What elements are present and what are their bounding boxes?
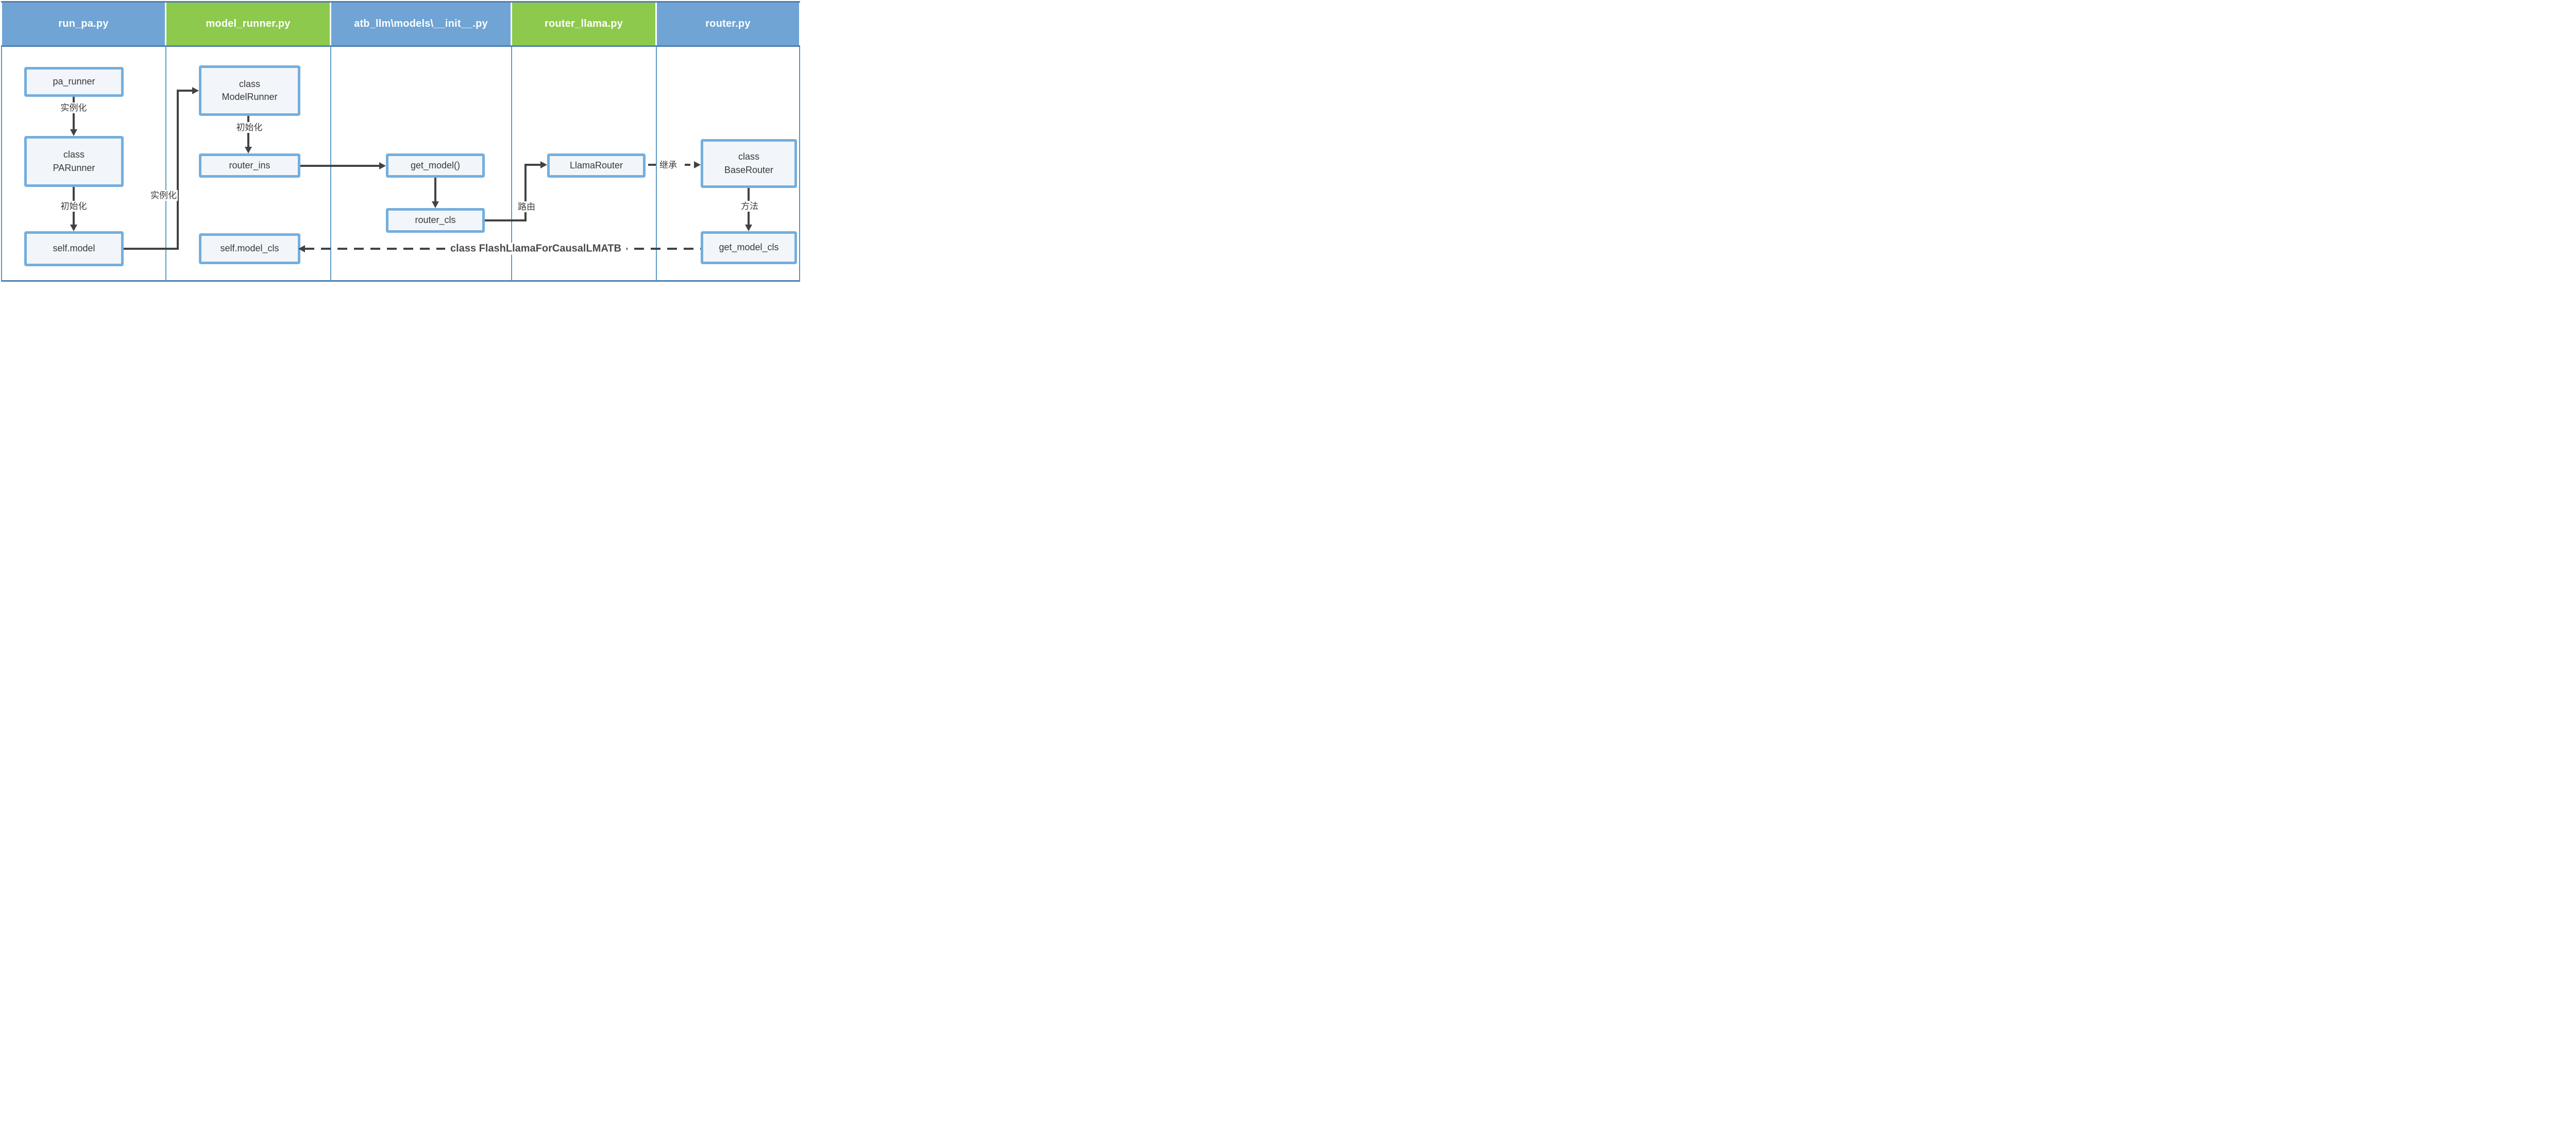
- header-bottom-bar: [1, 45, 800, 47]
- header-cell-models-init-py: atb_llm\models\__init__.py: [331, 3, 511, 45]
- frame-top-bar: [1, 1, 800, 3]
- connector-pa-runner-to-parunner: [73, 97, 75, 130]
- node-label-line2: ModelRunner: [222, 92, 278, 102]
- header-label: model_runner.py: [206, 18, 291, 29]
- node-label: pa_runner: [53, 76, 95, 87]
- edge-label-initialize-pa: 初始化: [59, 201, 88, 212]
- edge-label-flash-llama-class: class FlashLlamaForCausalLMATB: [445, 243, 626, 255]
- header-cell-model-runner-py: model_runner.py: [166, 3, 330, 45]
- node-label-line2: PARunner: [53, 162, 95, 173]
- arrowhead-right-icon: [540, 161, 547, 168]
- node-self-model-cls: self.model_cls: [199, 233, 300, 264]
- inherit-dash-left: [648, 164, 656, 166]
- node-label: get_model(): [410, 160, 461, 170]
- node-label: router_cls: [415, 215, 456, 226]
- frame-right-border: [799, 47, 800, 280]
- node-pa-runner: pa_runner: [24, 67, 124, 97]
- node-label-line1: class: [738, 151, 759, 162]
- column-divider-4: [656, 47, 657, 280]
- node-self-model: self.model: [24, 231, 124, 266]
- connector-router-cls-top-horizontal: [527, 164, 540, 166]
- arrowhead-down-icon: [70, 225, 77, 231]
- header-label: atb_llm\models\__init__.py: [354, 18, 488, 29]
- flowchart-diagram: run_pa.py model_runner.py atb_llm\models…: [0, 0, 801, 283]
- header-cell-router-py: router.py: [657, 3, 799, 45]
- column-divider-1: [165, 47, 166, 280]
- connector-self-model-top-horizontal: [179, 90, 193, 92]
- node-label: self.model: [53, 243, 95, 254]
- node-class-modelrunner: class ModelRunner: [199, 65, 300, 116]
- arrowhead-right-icon: [192, 87, 199, 94]
- header-cell-run-pa-py: run_pa.py: [2, 3, 165, 45]
- arrowhead-right-icon: [694, 161, 701, 168]
- frame-bottom-bar: [1, 280, 800, 282]
- arrowhead-left-icon: [298, 245, 305, 252]
- node-llama-router: LlamaRouter: [547, 153, 646, 178]
- node-label: router_ins: [229, 160, 270, 170]
- connector-router-ins-to-get-model: [300, 165, 380, 167]
- node-get-model: get_model(): [386, 153, 485, 178]
- node-label: get_model_cls: [719, 242, 779, 253]
- connector-self-model-horizontal: [124, 248, 179, 250]
- node-label: LlamaRouter: [569, 160, 623, 170]
- column-divider-3: [511, 47, 512, 280]
- arrowhead-down-icon: [432, 201, 439, 208]
- node-label-line1: class: [239, 78, 260, 89]
- edge-label-instantiate-model: 实例化: [149, 190, 178, 201]
- node-class-parunner: class PARunner: [24, 136, 124, 187]
- header-label: run_pa.py: [58, 18, 109, 29]
- arrowhead-down-icon: [745, 225, 752, 231]
- edge-label-initialize-model: 初始化: [235, 122, 264, 133]
- frame-left-border: [1, 47, 2, 280]
- node-label-line1: class: [63, 149, 84, 160]
- column-divider-2: [330, 47, 331, 280]
- arrowhead-down-icon: [70, 129, 77, 136]
- edge-label-instantiate-pa: 实例化: [59, 102, 88, 113]
- header-cell-router-llama-py: router_llama.py: [512, 3, 655, 45]
- edge-label-route: 路由: [517, 201, 536, 212]
- edge-label-inherit: 继承: [658, 160, 678, 170]
- connector-router-cls-horizontal: [485, 219, 527, 221]
- node-class-baserouter: class BaseRouter: [701, 139, 797, 188]
- header-label: router_llama.py: [545, 18, 623, 29]
- arrowhead-down-icon: [245, 147, 252, 153]
- edge-label-method: 方法: [740, 201, 759, 212]
- inherit-dash-right: [685, 164, 690, 166]
- node-label-line2: BaseRouter: [724, 164, 774, 175]
- connector-self-model-vertical: [177, 90, 179, 250]
- header-label: router.py: [705, 18, 751, 29]
- node-get-model-cls: get_model_cls: [701, 231, 797, 264]
- node-label: self.model_cls: [220, 243, 279, 254]
- connector-router-cls-vertical: [524, 164, 527, 221]
- node-router-ins: router_ins: [199, 153, 300, 178]
- arrowhead-right-icon: [379, 162, 386, 169]
- node-router-cls: router_cls: [386, 208, 485, 233]
- connector-get-model-to-router-cls: [434, 178, 436, 202]
